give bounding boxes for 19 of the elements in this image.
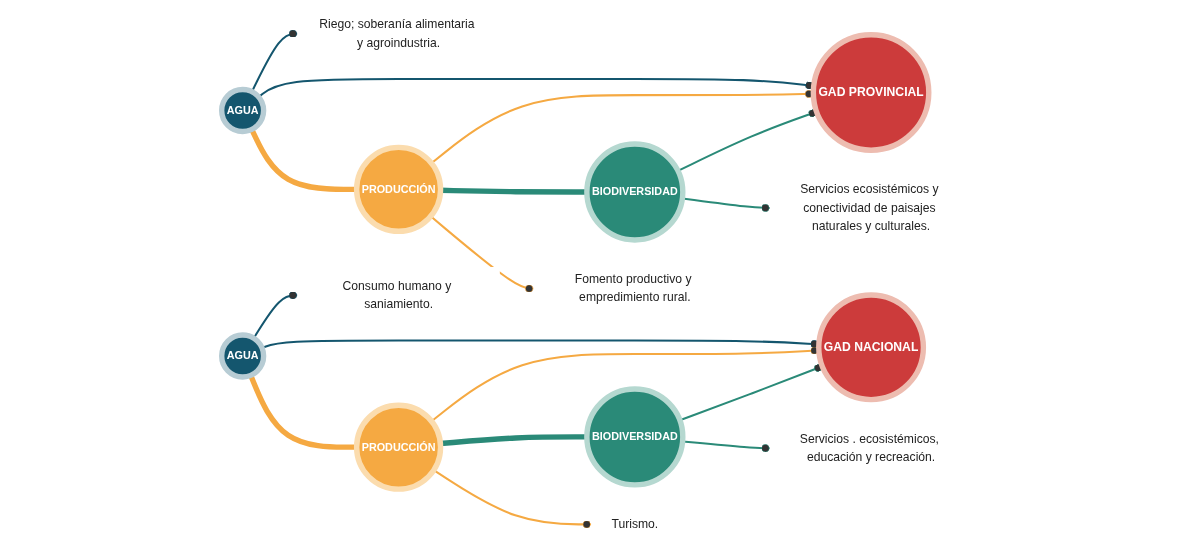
node-text: Fomento productivo y empredimiento rural. [574, 272, 692, 305]
node-circle: PRODUCCIÓN [353, 402, 444, 492]
connector [440, 434, 587, 447]
node-circle: BIODIVERSIDAD [584, 141, 686, 243]
node-circle: GAD NACIONAL [816, 292, 927, 403]
connector [440, 187, 587, 195]
node-text: Servicios ecosistémicos y conectividad de paisajes naturales y culturales. [800, 182, 939, 233]
node-text: Consumo humano y saniamiento. [342, 279, 452, 311]
node-circle: GAD PROVINCIAL [810, 32, 932, 153]
node-circle: BIODIVERSIDAD [584, 386, 686, 488]
node-text: Turismo. [611, 517, 659, 531]
node-circle: AGUA [219, 86, 267, 135]
node-text: Servicios . ecosistémicos, educación y recreación. [799, 432, 939, 464]
connector [252, 291, 298, 339]
node-text: Riego; soberanía alimentaria y agroindustria. [319, 17, 475, 50]
connector [430, 215, 534, 293]
node-circle: PRODUCCIÓN [353, 144, 444, 234]
node-circle: AGUA [219, 332, 267, 380]
connector [248, 374, 357, 450]
